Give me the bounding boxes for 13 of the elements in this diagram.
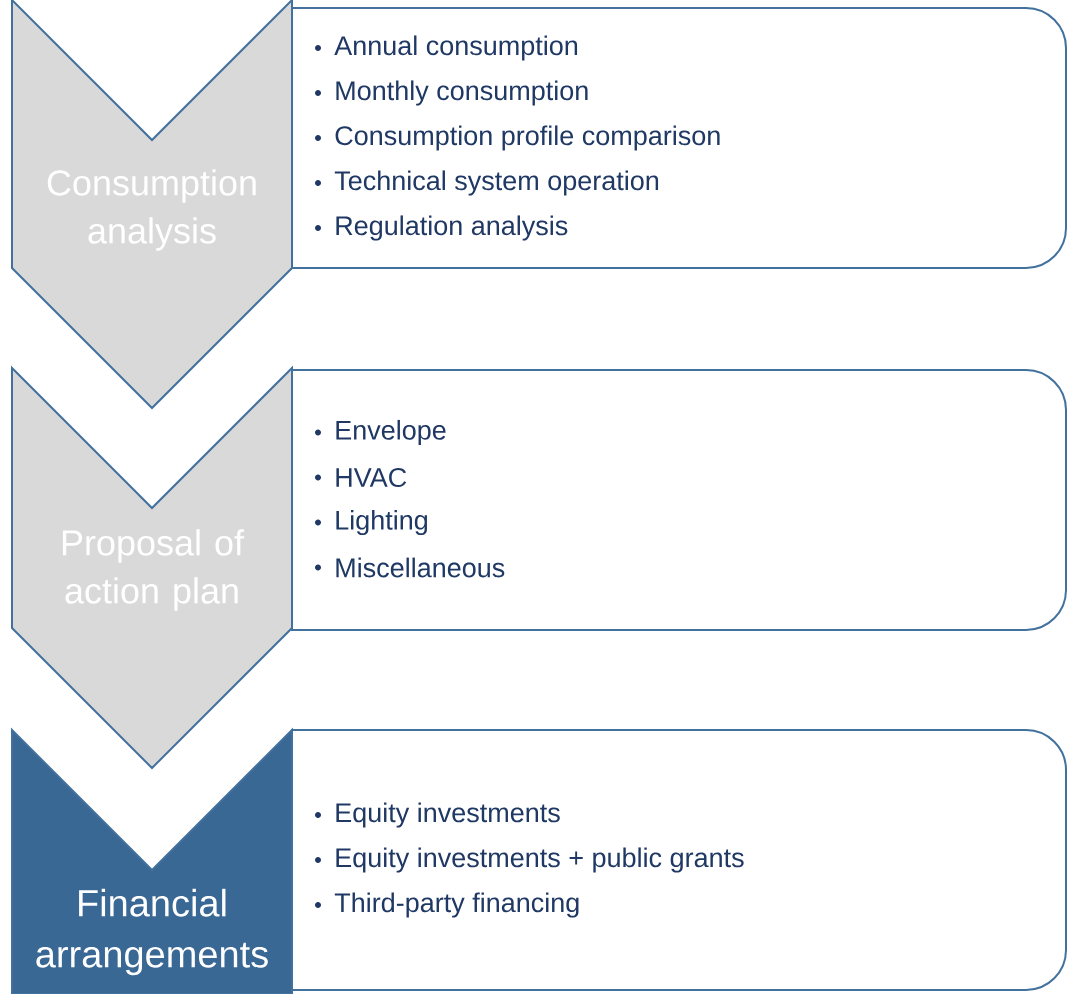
bullet-item: Regulation analysis [315,215,568,241]
bullet-item: Equity investments [315,802,560,828]
bullet-item: Consumption profile comparison [315,125,720,151]
step-banner: Financial arrangements [11,727,293,994]
bullet-item: Envelope [315,419,446,446]
bullet-item: HVAC [315,467,407,488]
bullet-item: Equity investments + public grants [315,847,744,873]
bullet-item: Lighting [315,509,428,536]
bullet-item: Miscellaneous [315,557,505,578]
bullet-item: Technical system operation [315,170,659,196]
bullet-item: Third-party financing [315,892,579,918]
bullet-item: Monthly consumption [315,80,588,106]
bullet-item: Annual consumption [315,35,578,61]
